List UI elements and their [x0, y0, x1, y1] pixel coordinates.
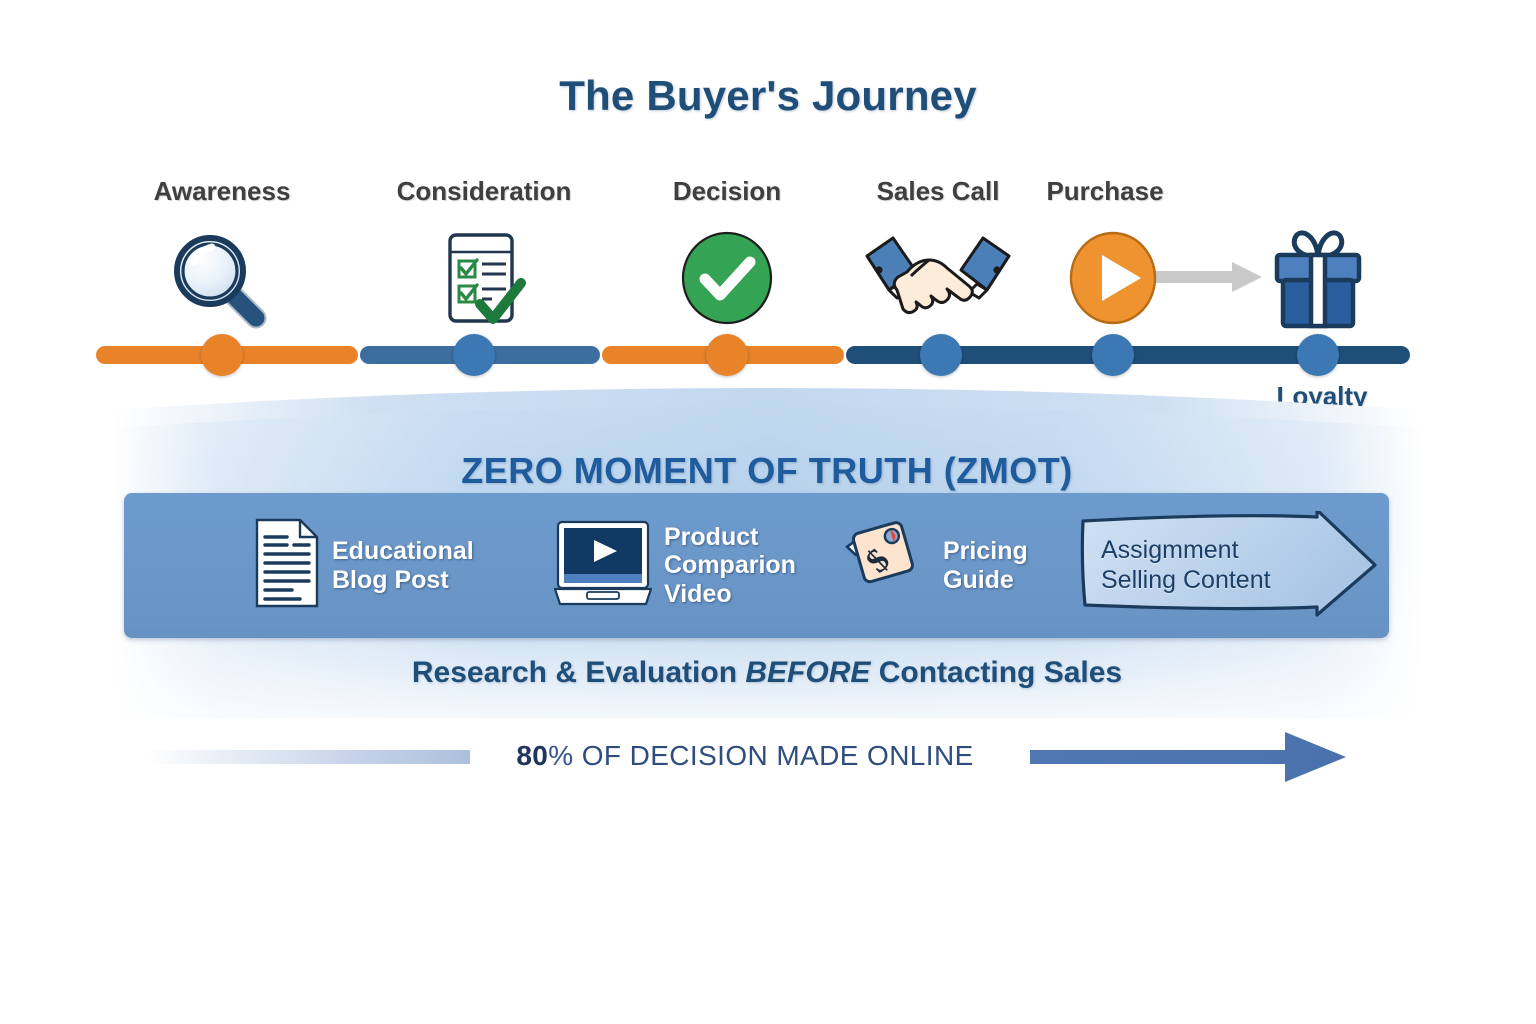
stage-label-awareness: Awareness: [153, 176, 291, 206]
stage-label-purchase: Purchase: [1046, 176, 1164, 206]
checklist-icon: [432, 228, 536, 337]
document-icon: [254, 517, 320, 614]
zmot-item-educational-blog-post[interactable]: Educational Blog Post: [254, 493, 474, 638]
video-player-icon: [553, 519, 653, 612]
zmot-panel: ZERO MOMENT OF TRUTH (ZMOT): [112, 388, 1422, 718]
stat-value: 80: [516, 740, 549, 771]
timeline-dot-consideration[interactable]: [453, 334, 495, 376]
timeline-dot-decision[interactable]: [706, 334, 748, 376]
stage-label-sales-call: Sales Call: [876, 176, 1000, 206]
zmot-title: ZERO MOMENT OF TRUTH (ZMOT): [461, 450, 1073, 491]
stage-label-decision: Decision: [672, 176, 782, 206]
zmot-item-product-comparion-video[interactable]: Product Comparion Video: [553, 493, 796, 638]
stat-percent: %: [548, 740, 574, 771]
timeline-dot-loyalty[interactable]: [1297, 334, 1339, 376]
online-decision-arrow: 80% OF DECISION MADE ONLINE: [140, 726, 1350, 788]
gift-icon: [1264, 224, 1372, 337]
handshake-icon: [859, 228, 1017, 329]
zmot-item-label: Product Comparion Video: [664, 522, 796, 608]
zmot-subtitle: Research & Evaluation BEFORE Contacting …: [112, 656, 1422, 690]
arrow-shape-icon: [144, 732, 1346, 782]
online-decision-text: 80% OF DECISION MADE ONLINE: [140, 740, 1350, 772]
zmot-item-assignment-selling-content[interactable]: Assigmment Selling Content: [1079, 508, 1379, 619]
green-check-icon: [679, 230, 775, 331]
zmot-item-label: Pricing Guide: [943, 537, 1028, 594]
price-tag-icon: $: [839, 517, 931, 614]
page-title: The Buyer's Journey: [559, 72, 977, 119]
arrow-banner-icon: [1080, 508, 1377, 617]
zmot-item-label: Assigmment Selling Content: [1101, 536, 1271, 594]
zmot-item-label: Educational Blog Post: [332, 537, 474, 594]
timeline-dot-sales-call[interactable]: [920, 334, 962, 376]
stage-label-consideration: Consideration: [396, 176, 572, 206]
play-circle-icon[interactable]: [1065, 230, 1161, 331]
stat-label: OF DECISION MADE ONLINE: [573, 740, 974, 771]
zmot-content-band: Educational Blog Post Product Comparion …: [124, 493, 1389, 638]
timeline-dot-purchase[interactable]: [1092, 334, 1134, 376]
magnifier-icon: [168, 228, 276, 337]
zmot-subtitle-after: Contacting Sales: [870, 656, 1123, 689]
zmot-subtitle-emphasis: BEFORE: [745, 656, 871, 689]
zmot-item-pricing-guide[interactable]: $ Pricing Guide: [839, 493, 1028, 638]
timeline-dot-awareness[interactable]: [201, 334, 243, 376]
zmot-subtitle-before: Research & Evaluation: [411, 656, 746, 689]
connector-arrow-icon: [1116, 260, 1264, 299]
journey-timeline: [0, 334, 1536, 384]
